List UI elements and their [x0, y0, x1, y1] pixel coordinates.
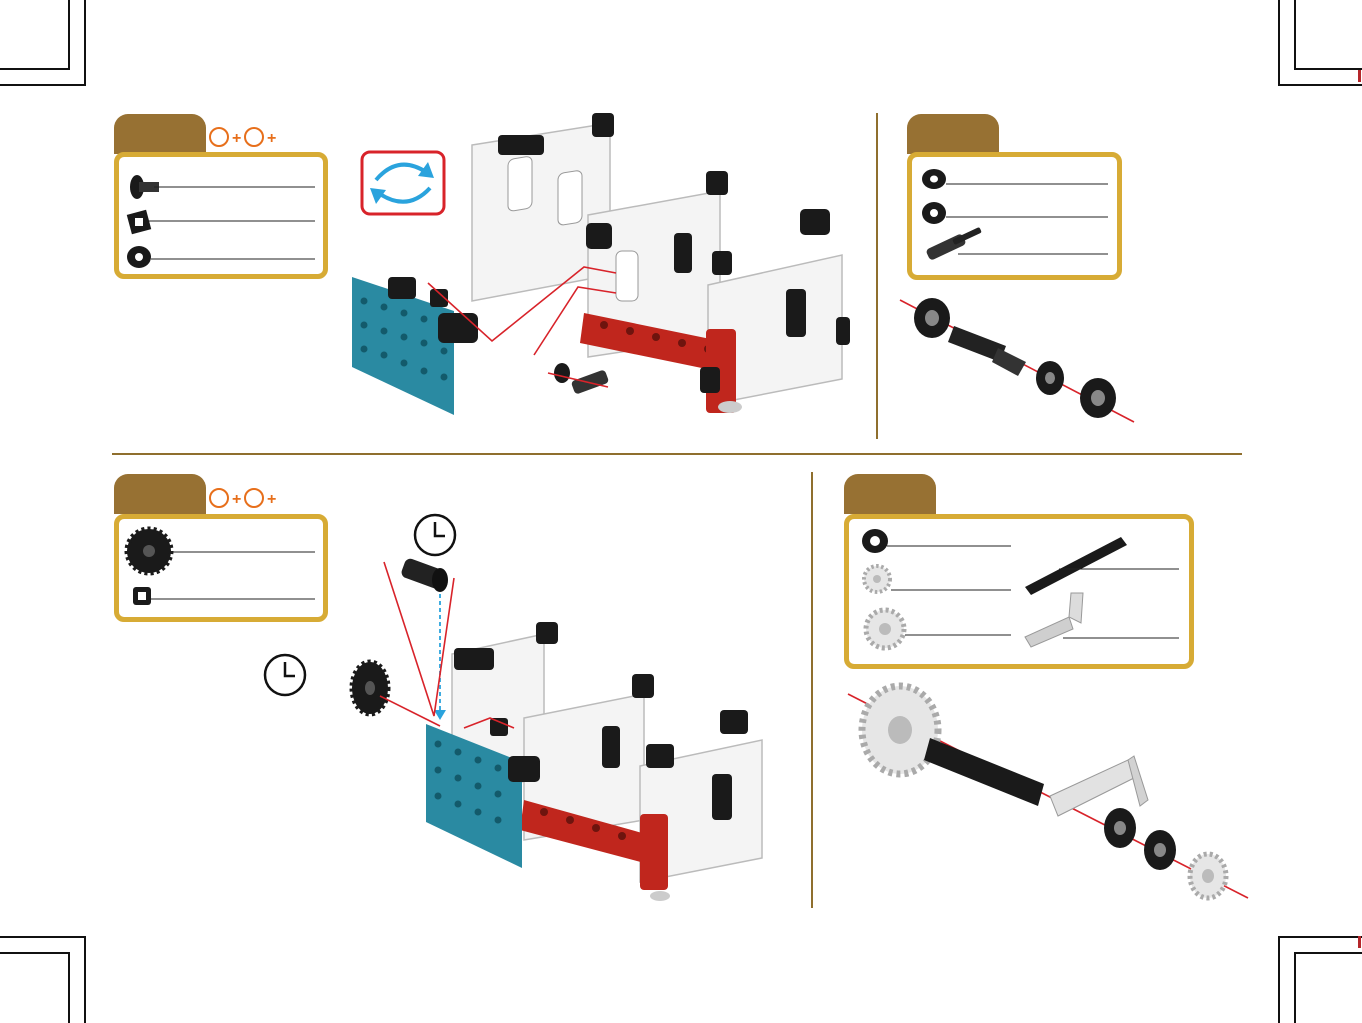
frame-assembly-illustration-bottom — [344, 548, 784, 908]
vertical-separator-bottom — [811, 472, 813, 908]
pin-part-icon — [130, 175, 315, 199]
parts-box-top-right — [907, 152, 1122, 280]
parts-box-top-left — [114, 152, 328, 279]
crop-mark-bottom-right-outer — [1278, 936, 1362, 1023]
square-nut-icon — [127, 210, 315, 234]
parts-box-bottom-right — [844, 514, 1194, 669]
clock-icon — [262, 652, 308, 698]
black-axle-icon — [1025, 537, 1179, 595]
parts-list-bottom-right — [849, 519, 1189, 664]
pin-stack — [400, 557, 448, 592]
crop-mark-bottom-left-outer — [0, 936, 86, 1023]
plus-marks-top-left: + + — [208, 124, 288, 148]
registration-tick-tr — [1358, 70, 1361, 82]
step-tab-bottom-right — [844, 474, 936, 514]
plus-sign: + — [267, 491, 276, 508]
washer-ring-icon — [922, 202, 1108, 224]
plus-sign: + — [232, 130, 241, 147]
large-white-gear-icon — [866, 610, 1011, 648]
angle-bracket-icon — [1025, 593, 1179, 647]
step-tab-top-left — [114, 114, 206, 154]
vertical-separator-top — [876, 113, 878, 439]
washer-ring — [554, 363, 570, 383]
parts-box-bottom-left — [114, 514, 328, 622]
parts-list-bottom-left — [119, 519, 323, 617]
plus-sign: + — [267, 130, 276, 147]
crop-mark-top-left-outer — [0, 0, 86, 86]
step-tab-top-right — [907, 114, 999, 154]
plus-sign: + — [232, 491, 241, 508]
angle-bracket — [1050, 756, 1148, 816]
gear-axle-assembly-illustration — [844, 676, 1254, 906]
black-gear — [352, 662, 388, 714]
horizontal-separator — [112, 453, 1242, 455]
square-nut-icon — [133, 587, 315, 605]
small-white-gear-icon — [864, 566, 1011, 592]
axle-assembly-illustration-top-right — [898, 290, 1138, 430]
step-tab-bottom-left — [114, 474, 206, 514]
registration-tick-br — [1358, 936, 1361, 948]
teal-plate — [352, 277, 478, 415]
parts-list-top-right — [912, 157, 1117, 275]
small-white-gear — [1190, 854, 1226, 898]
parts-list-top-left — [119, 157, 323, 274]
crop-mark-top-right-outer — [1278, 0, 1362, 86]
axle-pin-icon — [925, 227, 1108, 261]
washer-ring-icon — [922, 169, 1108, 189]
black-gear-icon — [127, 529, 315, 573]
frame-assembly-illustration-top — [348, 105, 858, 425]
washer-ring-icon — [127, 246, 315, 268]
washer-ring-icon — [862, 529, 1011, 553]
plus-marks-bottom-left: + + — [208, 485, 288, 509]
black-axle — [924, 738, 1044, 806]
